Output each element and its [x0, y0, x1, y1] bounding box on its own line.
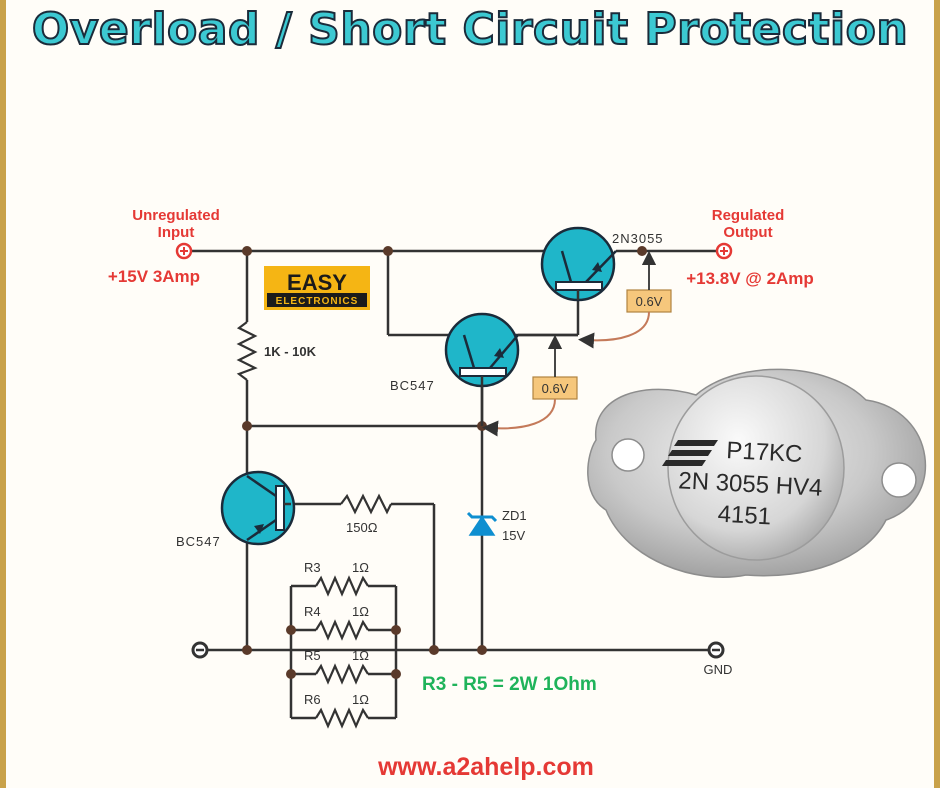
output-terminal	[715, 242, 733, 260]
label-r4-value: 1Ω	[352, 604, 369, 619]
logo-text-easy: EASY	[287, 270, 347, 295]
label-2n3055: 2N3055	[612, 231, 664, 246]
label-r3-value: 1Ω	[352, 560, 369, 575]
vbe-indicator-power	[578, 250, 672, 349]
label-r-bias: 1K - 10K	[264, 344, 317, 359]
circuit-diagram: Unregulated Input +15V 3Amp Regulated Ou…	[108, 207, 927, 781]
label-unregulated-1: Unregulated	[132, 207, 220, 224]
logo-text-electronics: ELECTRONICS	[276, 296, 359, 307]
website-link[interactable]: www.a2ahelp.com	[377, 753, 594, 781]
resistor-r6	[315, 707, 369, 729]
label-resistor-note: R3 - R5 = 2W 1Ohm	[422, 674, 597, 695]
label-r-150: 150Ω	[346, 520, 378, 535]
vbe-label-power: 0.6V	[636, 294, 663, 309]
transistor-2n3055	[540, 226, 617, 302]
transistor-photo	[587, 368, 927, 578]
label-r4: R4	[304, 604, 321, 619]
label-r5: R5	[304, 648, 321, 663]
label-r6-value: 1Ω	[352, 692, 369, 707]
input-terminal	[175, 242, 193, 260]
ground-terminal-left	[191, 641, 209, 659]
vbe-indicator-driver	[482, 334, 578, 437]
label-zener-value: 15V	[502, 528, 525, 543]
label-r6: R6	[304, 692, 321, 707]
label-r3: R3	[304, 560, 321, 575]
resistor-150	[340, 493, 392, 515]
label-output-spec: +13.8V @ 2Amp	[686, 269, 814, 288]
label-zener-name: ZD1	[502, 508, 527, 523]
photo-text-line1: P17KC	[726, 437, 803, 468]
vbe-label-driver: 0.6V	[542, 381, 569, 396]
resistor-r5	[315, 663, 369, 685]
zener-diode	[466, 511, 498, 536]
label-unregulated-2: Input	[158, 224, 195, 241]
ground-terminal-right	[707, 641, 725, 659]
label-regulated-2: Output	[723, 224, 772, 241]
photo-text-line3: 4151	[717, 501, 772, 531]
junctions	[242, 246, 647, 679]
label-r5-value: 1Ω	[352, 648, 369, 663]
label-regulated-1: Regulated	[712, 207, 785, 224]
label-bc547-lower: BC547	[176, 534, 221, 549]
resistor-r3	[315, 575, 369, 597]
transistor-bc547-driver	[444, 312, 578, 426]
label-input-spec: +15V 3Amp	[108, 267, 200, 286]
photo-manufacturer-logo	[662, 440, 718, 466]
resistors	[236, 321, 392, 729]
resistor-bias	[236, 321, 258, 381]
transistor-bc547-sense	[220, 470, 296, 546]
label-bc547-upper: BC547	[390, 378, 435, 393]
easy-electronics-logo	[264, 266, 370, 310]
label-gnd: GND	[704, 662, 733, 677]
resistor-r4	[315, 619, 369, 641]
page-title: Overload / Short Circuit Protection	[31, 3, 909, 56]
